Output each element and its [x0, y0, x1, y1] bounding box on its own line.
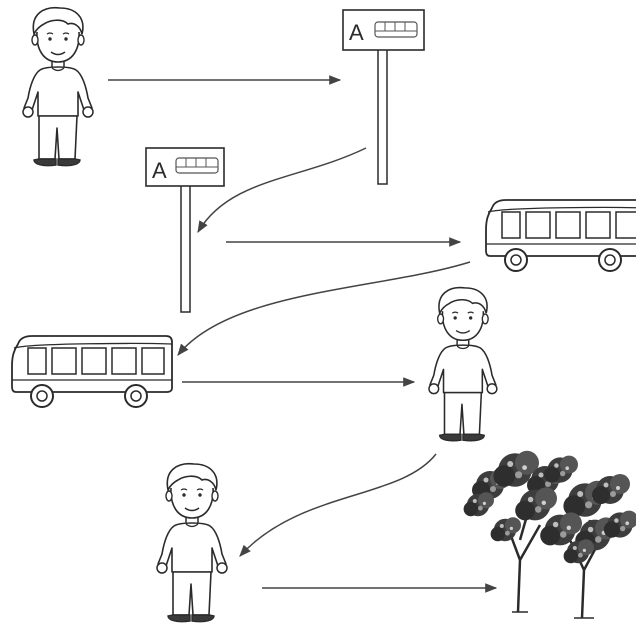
boy-figure-1: [23, 8, 93, 166]
bus-icon: [375, 22, 417, 37]
bus-2: [12, 336, 172, 407]
bus-icon: [176, 158, 218, 173]
trees: [464, 451, 636, 618]
sign-letter-2: A: [152, 158, 167, 183]
boy-figure-2: [429, 288, 497, 441]
arrow-4: [178, 262, 470, 355]
bus-stop-sign-2: A: [146, 148, 224, 312]
bus-1: [486, 200, 636, 271]
bus-stop-sign-1: A: [343, 10, 424, 184]
boy-figure-3: [157, 464, 227, 622]
sign-letter-1: A: [349, 20, 364, 45]
arrow-6: [240, 454, 436, 556]
